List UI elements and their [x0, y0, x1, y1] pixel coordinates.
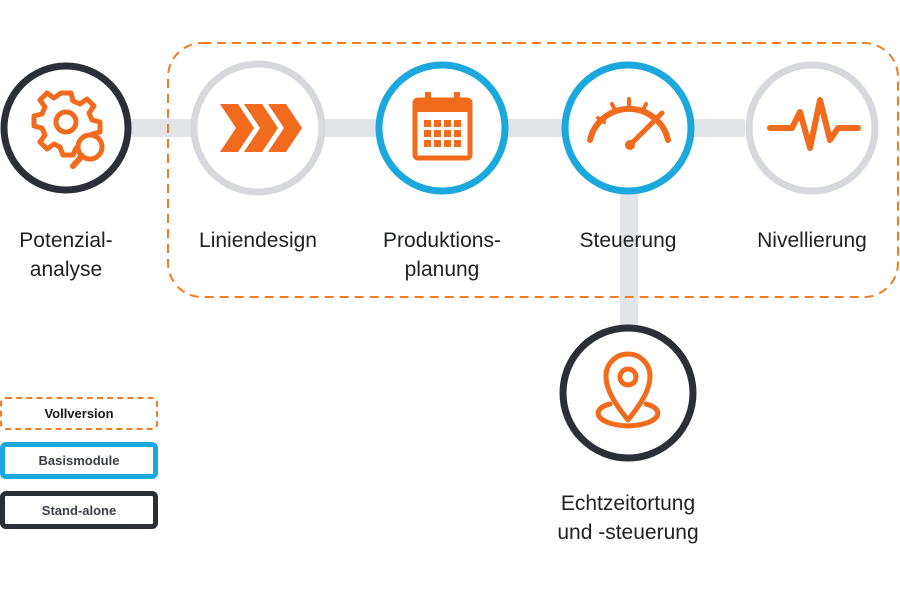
- legend-label: Basismodule: [38, 453, 120, 468]
- node-circle-potenzialanalyse: [0, 62, 132, 194]
- label-line: Steuerung: [579, 229, 677, 252]
- node-label-steuerung: Steuerung: [548, 226, 708, 255]
- label-line: planung: [404, 258, 480, 281]
- label-line: Potenzial-: [19, 229, 113, 252]
- node-label-echtzeitortung: Echtzeitortung und -steuerung: [533, 489, 723, 547]
- node-label-nivellierung: Nivellierung: [732, 226, 892, 255]
- full-version-frame: [167, 42, 899, 298]
- node-circle-echtzeitortung: [559, 324, 697, 462]
- legend-label: Stand-alone: [41, 502, 117, 518]
- legend-label: Vollversion: [44, 406, 114, 421]
- location-pin-icon: [595, 351, 661, 429]
- label-line: und -steuerung: [557, 521, 699, 544]
- label-line: Nivellierung: [757, 229, 867, 252]
- label-line: Liniendesign: [199, 229, 317, 252]
- label-line: Echtzeitortung: [560, 492, 696, 515]
- node-circle-liniendesign: [190, 60, 326, 196]
- label-line: Produktions-: [383, 229, 501, 252]
- node-label-liniendesign: Liniendesign: [178, 226, 338, 255]
- legend-stand-alone: Stand-alone: [0, 491, 158, 529]
- node-label-produktionsplanung: Produktions- planung: [362, 226, 522, 284]
- label-line: analyse: [29, 258, 103, 281]
- gear-search-icon: [31, 90, 105, 169]
- node-circle-produktionsplanung: [375, 61, 509, 195]
- pulse-icon: [767, 97, 861, 151]
- legend-base-modules: Basismodule: [0, 442, 158, 479]
- gauge-icon: [587, 97, 671, 150]
- calendar-icon: [412, 92, 473, 161]
- node-circle-steuerung: [561, 61, 695, 195]
- legend-full-version: Vollversion: [0, 397, 158, 430]
- node-label-potenzialanalyse: Potenzial- analyse: [4, 226, 128, 284]
- chevrons-icon: [220, 104, 302, 152]
